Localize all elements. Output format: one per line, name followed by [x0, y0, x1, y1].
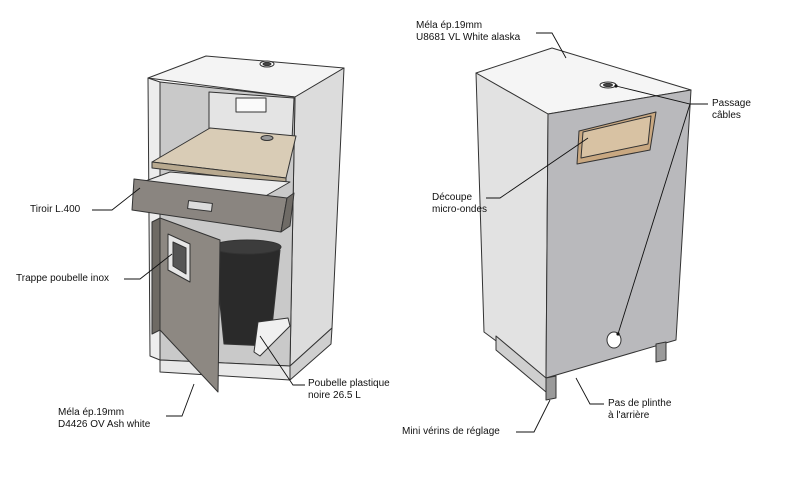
- leader-verins: [516, 399, 551, 433]
- label-verins: Mini vérins de réglage: [402, 426, 500, 437]
- label-passage-2: câbles: [712, 110, 741, 121]
- stainless-bin-trap-hole: [172, 241, 187, 275]
- label-poubelle-1: Poubelle plastique: [308, 378, 390, 389]
- label-mela-front-1: Méla ép.19mm: [58, 407, 125, 418]
- leader-tiroir: [92, 187, 141, 211]
- front-cabinet-right-side: [289, 67, 345, 367]
- leader-mela-front: [166, 383, 195, 417]
- label-plinthe-2: à l'arrière: [608, 410, 650, 421]
- leader-decoupe: [486, 137, 589, 199]
- leader-mela-top: [536, 32, 567, 59]
- drawer-side: [280, 192, 295, 233]
- label-trappe: Trappe poubelle inox: [16, 273, 110, 284]
- leader-lines: [92, 32, 708, 433]
- shelf-cable-grommet: [260, 135, 274, 141]
- back-cable-hole: [606, 331, 622, 349]
- back-top-grommet-inner: [603, 82, 613, 88]
- bin-rail: [253, 317, 291, 357]
- back-leveling-foot-left: [545, 375, 557, 401]
- top-cable-grommet-inner: [262, 61, 272, 67]
- leader-trappe: [124, 253, 173, 280]
- drawer-handle: [187, 200, 213, 212]
- label-tiroir: Tiroir L.400: [30, 204, 81, 215]
- label-decoupe-2: micro-ondes: [432, 204, 488, 215]
- front-cabinet-view: [131, 55, 345, 393]
- back-cable-opening: [235, 97, 267, 113]
- leader-plinthe: [575, 377, 604, 405]
- label-mela-top-1: Méla ép.19mm: [416, 20, 483, 31]
- arrow-dot-passage: [614, 84, 618, 88]
- open-door-edge: [151, 217, 161, 335]
- label-decoupe-1: Découpe: [432, 192, 473, 203]
- leader-poubelle: [259, 335, 305, 386]
- leader-arrows: [614, 84, 620, 336]
- label-poubelle-2: noire 26.5 L: [308, 390, 361, 401]
- back-leveling-foot-right: [655, 341, 667, 363]
- label-passage-1: Passage: [712, 98, 751, 109]
- leader-passage-bottom: [617, 103, 708, 335]
- arrow-dot-hole: [616, 332, 620, 336]
- label-mela-front-2: D4426 OV Ash white: [58, 419, 151, 430]
- back-cabinet-left-side: [475, 72, 549, 379]
- label-plinthe-1: Pas de plinthe: [608, 398, 672, 409]
- plastic-bin-rim: [212, 239, 282, 255]
- microwave-cutout-inner: [580, 115, 652, 159]
- back-cabinet-view: [475, 47, 692, 401]
- label-mela-top-2: U8681 VL White alaska: [416, 32, 521, 43]
